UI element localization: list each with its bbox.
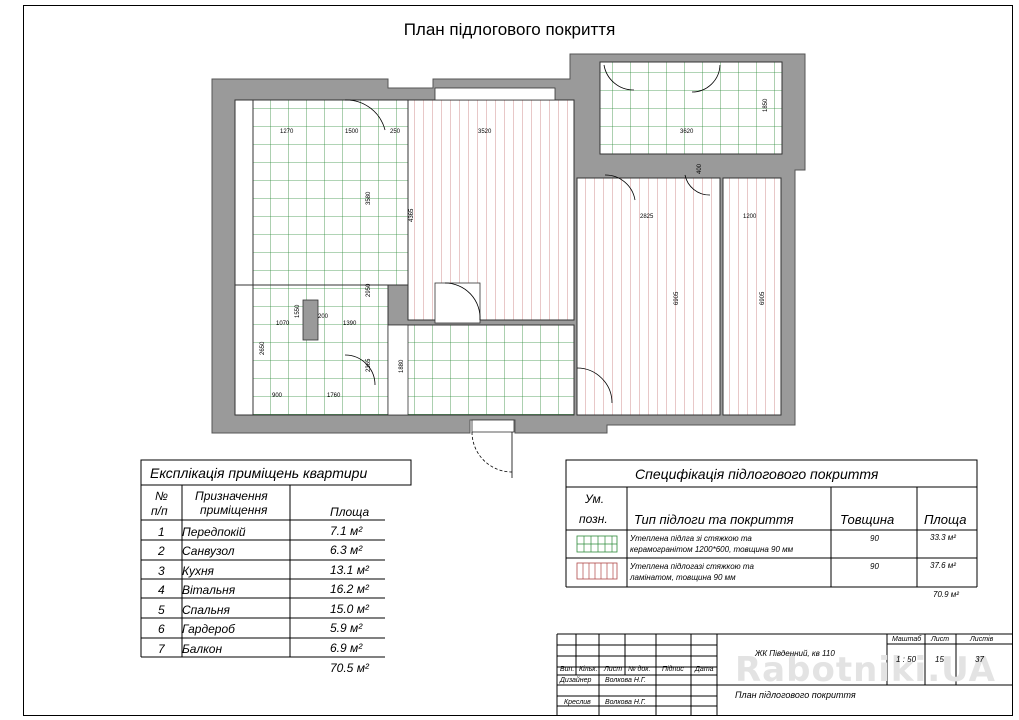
- row-name: Санвузол: [182, 544, 235, 558]
- col-no: №: [155, 489, 168, 503]
- stamp-h-sheet: Лист: [931, 636, 950, 643]
- stamp-drafter: Волкова Н.Г.: [605, 699, 646, 706]
- spec-type-line2: ламінатом, товщина 90 мм: [630, 573, 736, 582]
- row-area: 6.3 м²: [330, 543, 363, 557]
- dim-1550: 1550: [295, 304, 301, 318]
- dim-3580: 3580: [366, 191, 372, 205]
- stamp-project: ЖК Південний, кв 110: [755, 649, 835, 658]
- dim-400: 400: [697, 163, 703, 174]
- stamp-c-ndok: № док.: [628, 666, 651, 673]
- row-no: 6: [158, 622, 165, 636]
- stamp-sheets: 37: [975, 655, 984, 664]
- spec-title: Специфікація підлогового покриття: [635, 466, 879, 482]
- room-kitchen: [252, 99, 409, 286]
- row-area: 7.1 м²: [330, 524, 363, 538]
- room-hall: [387, 324, 575, 416]
- spec-col-area: Площа: [924, 512, 967, 527]
- row-name: Вітальня: [182, 583, 236, 597]
- dim-1070: 1070: [276, 321, 290, 327]
- explication-total: 70.5 м²: [330, 661, 369, 675]
- stamp-designer: Волкова Н.Г.: [605, 677, 646, 684]
- spec-type-line1: Утеплена підлогазі стяжкою та: [630, 562, 754, 571]
- dim-250: 250: [390, 129, 401, 135]
- spec-type-line1: Утеплена підлга зі стяжкою та: [630, 534, 752, 543]
- col-area: Площа: [330, 505, 370, 519]
- spec-col-type: Тип підлоги та покриття: [634, 512, 794, 527]
- dim-1200: 1200: [743, 214, 757, 220]
- row-name: Передпокій: [182, 525, 246, 539]
- stamp-sheet-title: План підлогового покриття: [735, 690, 856, 700]
- row-name: Гардероб: [182, 622, 235, 636]
- drawing-frame: [23, 5, 1013, 716]
- dim-200: 200: [318, 314, 329, 320]
- row-no: 1: [158, 525, 165, 539]
- dim-1880: 1880: [399, 359, 405, 373]
- dim-1850: 1850: [763, 98, 769, 112]
- row-no: 2: [158, 544, 165, 558]
- page-title: План підлогового покриття: [403, 20, 616, 39]
- dim-1270: 1270: [280, 129, 294, 135]
- dim-2950: 2950: [366, 283, 372, 297]
- stamp-h-sheets: Листів: [970, 636, 994, 643]
- stamp-c-vyp: Вип.: [560, 666, 575, 673]
- dim-1760: 1760: [327, 393, 341, 399]
- dim-6905-wardrobe: 6905: [760, 291, 766, 305]
- watermark-text: Rabotniki.UA: [735, 650, 996, 690]
- row-no: 5: [158, 603, 165, 617]
- row-name: Спальня: [182, 603, 230, 617]
- floor-plan: 1270 1500 250 3520 3620 2825 1200 1070 2…: [211, 53, 806, 478]
- row-name: Кухня: [182, 564, 214, 578]
- dim-6905-bedroom: 6905: [674, 291, 680, 305]
- dim-1390: 1390: [343, 321, 357, 327]
- spec-area: 37.6 м²: [930, 561, 956, 570]
- col-name-sub: приміщення: [200, 503, 268, 517]
- dim-4365: 4365: [409, 208, 415, 222]
- dim-2825: 2825: [640, 214, 654, 220]
- stamp-h-scale: Маштаб: [892, 636, 922, 643]
- explication-title: Експлікація приміщень квартири: [150, 465, 368, 481]
- dim-2650: 2650: [260, 341, 266, 355]
- stamp-c-data: Дата: [695, 666, 714, 673]
- row-area: 6.9 м²: [330, 641, 363, 655]
- col-name: Призначення: [195, 489, 268, 503]
- spec-col-mark: Ум.: [585, 492, 605, 506]
- dim-3620: 3620: [680, 129, 694, 135]
- stamp-sheet: 15: [935, 655, 944, 664]
- room-balcony: [599, 61, 783, 155]
- laminate-swatch: [576, 562, 618, 580]
- spec-col-mark-sub: позн.: [579, 512, 608, 526]
- room-bedroom: [576, 177, 721, 416]
- dim-2365: 2365: [366, 358, 372, 372]
- row-area: 16.2 м²: [330, 582, 369, 596]
- spec-area: 33.3 м²: [930, 533, 956, 542]
- spec-thickness: 90: [870, 534, 879, 543]
- spec-thickness: 90: [870, 562, 879, 571]
- room-wardrobe: [722, 177, 782, 416]
- row-no: 7: [158, 642, 165, 656]
- row-area: 5.9 м²: [330, 621, 363, 635]
- dim-900: 900: [272, 393, 283, 399]
- row-no: 4: [158, 583, 165, 597]
- row-name: Балкон: [182, 642, 223, 656]
- stamp-c-kil: Кільк.: [579, 666, 598, 673]
- stamp-drafter-role: Креслив: [564, 699, 591, 706]
- stamp-c-lyst: Лист: [604, 666, 623, 673]
- dim-3520: 3520: [478, 129, 492, 135]
- row-no: 3: [158, 564, 165, 578]
- stamp-designer-role: Дизайнер: [560, 677, 592, 684]
- stamp-c-pidpys: Підпис: [662, 666, 684, 673]
- spec-type-line2: керамогранітом 1200*600, товщина 90 мм: [630, 545, 794, 554]
- row-area: 15.0 м²: [330, 602, 369, 616]
- spec-total: 70.9 м²: [933, 590, 959, 599]
- stamp-scale: 1 : 50: [896, 655, 917, 664]
- tile-swatch: [576, 535, 618, 553]
- room-bathroom: [252, 284, 389, 416]
- dim-1500: 1500: [345, 129, 359, 135]
- row-area: 13.1 м²: [330, 563, 369, 577]
- col-no-sub: п/п: [151, 504, 168, 518]
- spec-col-thickness: Товщина: [840, 512, 895, 527]
